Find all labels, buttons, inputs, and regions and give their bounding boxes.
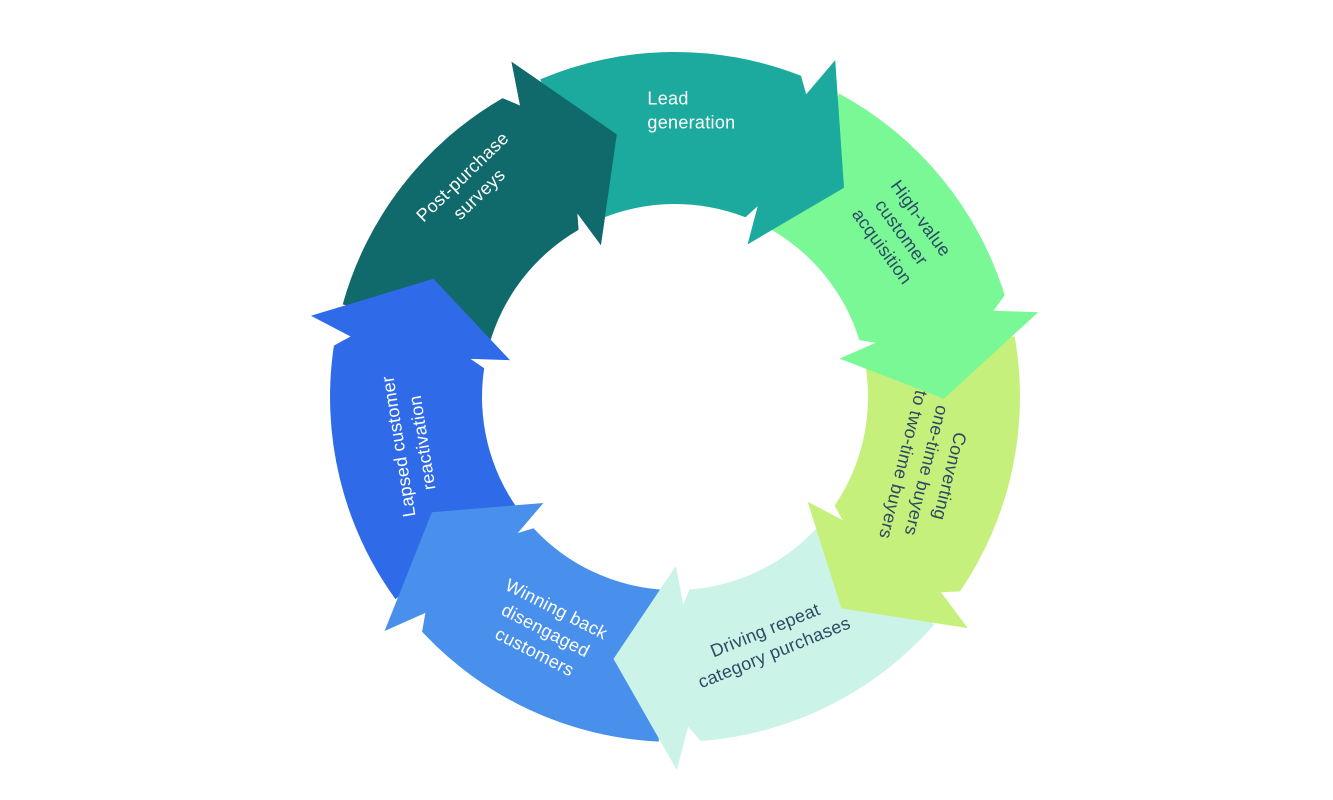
cycle-arrow-winning-back-disengaged-customers (384, 503, 666, 742)
cycle-arrows-group (310, 51, 1039, 770)
cycle-arrow-converting-one-time-buyers (807, 336, 1020, 629)
cycle-arrowhead-post-purchase-surveys (502, 61, 617, 246)
cycle-arrow-lead-generation (540, 51, 844, 245)
